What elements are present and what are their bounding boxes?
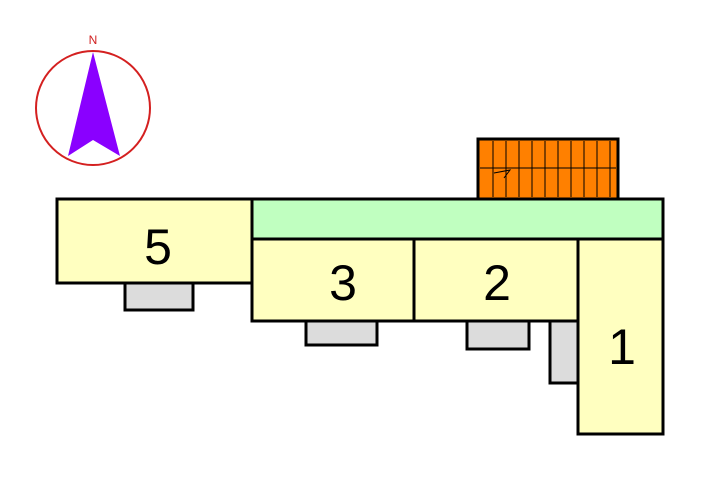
unit-5[interactable]: 5	[55, 197, 254, 285]
north-label: N	[89, 33, 98, 47]
unit-5-label: 5	[144, 219, 172, 275]
entrance-step-1	[548, 319, 580, 385]
entrance-step-2	[465, 319, 531, 351]
unit-3-label: 3	[329, 255, 357, 311]
staircase-direction-icon	[493, 169, 512, 179]
unit-5-room[interactable]	[55, 197, 254, 285]
corridor	[250, 197, 665, 241]
unit-1-room[interactable]	[576, 237, 665, 436]
entrance-step-3	[304, 319, 379, 347]
staircase-block	[476, 137, 620, 201]
unit-1[interactable]: 1	[576, 237, 665, 436]
unit-1-label: 1	[608, 319, 636, 375]
unit-2[interactable]: 2	[412, 237, 580, 323]
staircase	[476, 137, 620, 201]
unit-2-label: 2	[483, 255, 511, 311]
compass: N	[35, 33, 151, 166]
staircase-treads	[480, 141, 616, 197]
north-arrow-icon	[68, 52, 120, 156]
unit-3-room[interactable]	[250, 237, 416, 323]
entrance-step-5	[123, 281, 195, 312]
unit-3[interactable]: 3	[250, 237, 416, 323]
